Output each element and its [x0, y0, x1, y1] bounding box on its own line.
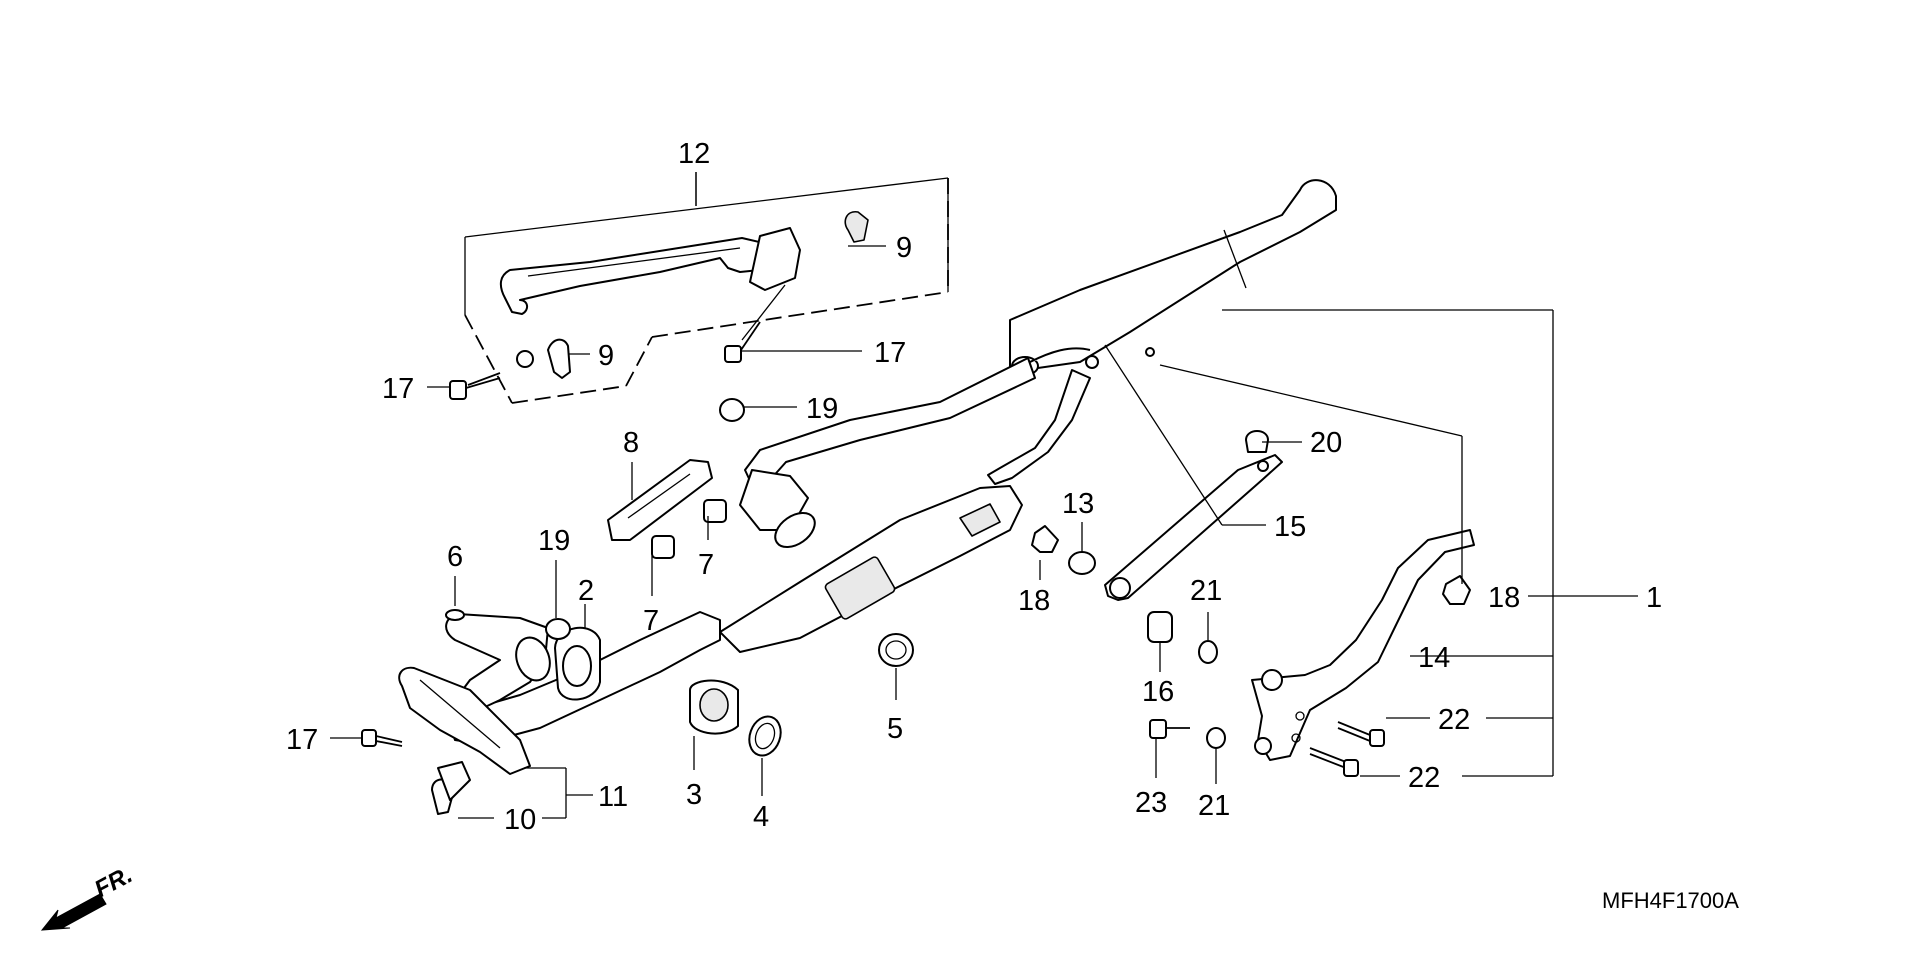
o-ring-6	[445, 609, 465, 621]
label-4: 4	[753, 801, 769, 833]
label-3: 3	[686, 779, 702, 811]
flange-2	[554, 626, 601, 701]
bolt-22-upper	[1337, 721, 1385, 747]
upper-connecting-pipe	[744, 357, 1091, 486]
lower-heat-shield-11	[398, 666, 531, 775]
gasket-5	[878, 633, 914, 667]
label-18b: 18	[1488, 582, 1520, 614]
grommet-18-right	[1442, 575, 1471, 605]
front-direction-indicator: FR.	[40, 861, 137, 931]
label-5: 5	[887, 713, 903, 745]
part-number-labels: 1 2 3 4 5 6 7 7 8 9 9 10 11 12 13 14 15 …	[286, 138, 1662, 836]
label-19a: 19	[806, 393, 838, 425]
label-12: 12	[678, 138, 710, 170]
label-9a: 9	[896, 232, 912, 264]
collar-3	[689, 679, 739, 735]
label-21a: 21	[1190, 575, 1222, 607]
label-22b: 22	[1408, 762, 1440, 794]
cushion-7b	[703, 499, 727, 523]
bolt-17-lower	[361, 729, 403, 747]
heat-shield-assembly-box	[464, 172, 949, 404]
label-21b: 21	[1198, 790, 1230, 822]
label-8: 8	[623, 427, 639, 459]
muffler	[1009, 179, 1337, 376]
clamp-9-lower	[516, 338, 571, 379]
nut-13	[1068, 551, 1096, 575]
upper-heat-shield	[499, 211, 869, 341]
collar-16	[1147, 611, 1173, 643]
bracket-14	[1251, 529, 1475, 761]
bolt-19-upper	[719, 398, 745, 422]
front-arrow-icon	[40, 893, 107, 931]
exhaust-chamber	[719, 485, 1023, 653]
label-17c: 17	[286, 724, 318, 756]
label-13: 13	[1062, 488, 1094, 520]
washer-21-lower	[1206, 727, 1226, 749]
bolt-19-lower	[545, 618, 571, 640]
joint-pipe-7	[739, 469, 816, 549]
cap-nut-20	[1245, 430, 1269, 453]
label-9b: 9	[598, 340, 614, 372]
label-18a: 18	[1018, 585, 1050, 617]
label-6: 6	[447, 541, 463, 573]
label-1: 1	[1646, 582, 1662, 614]
label-17b: 17	[874, 337, 906, 369]
gasket-8	[607, 459, 713, 541]
bracket-15	[1104, 454, 1283, 601]
cushion-7a	[651, 535, 675, 559]
drawing-code: MFH4F1700A	[1602, 888, 1739, 913]
label-14: 14	[1418, 642, 1450, 674]
callout-lines	[330, 172, 1638, 819]
label-7b: 7	[698, 549, 714, 581]
label-15: 15	[1274, 511, 1306, 543]
label-17a: 17	[382, 373, 414, 405]
bolt-23	[1149, 719, 1190, 739]
label-11: 11	[598, 781, 628, 813]
grommet-18-center	[1031, 525, 1059, 553]
label-22a: 22	[1438, 704, 1470, 736]
gasket-4	[748, 715, 782, 757]
label-20: 20	[1310, 427, 1342, 459]
bolt-17-upper-left	[449, 372, 501, 400]
washer-21-upper	[1198, 640, 1218, 664]
label-10: 10	[504, 804, 536, 836]
clamp-10	[431, 761, 471, 815]
label-16: 16	[1142, 676, 1174, 708]
bolt-17-shield-center	[724, 321, 761, 363]
label-19b: 19	[538, 525, 570, 557]
label-7a: 7	[643, 605, 659, 637]
label-2: 2	[578, 575, 594, 607]
label-23: 23	[1135, 787, 1167, 819]
bolt-22-lower	[1309, 747, 1359, 777]
